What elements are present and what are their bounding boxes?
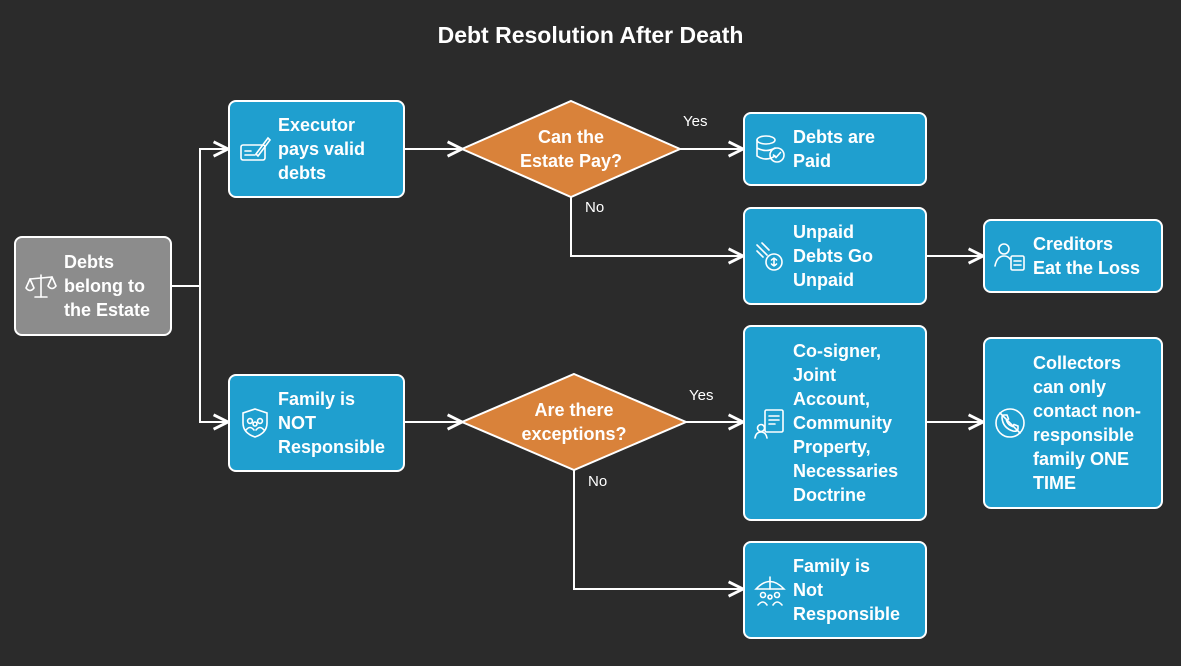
decision-estate-pay-label: Can the Estate Pay? <box>519 127 623 171</box>
edge-start-executor <box>172 149 228 287</box>
node-text: Family is Not Responsible <box>793 556 901 624</box>
node-family-not-responsible: Family is NOT Responsible <box>228 374 405 472</box>
broken-coin-icon <box>756 242 783 271</box>
umbrella-family-icon <box>754 576 786 606</box>
node-collectors-one-time: Collectors can only contact non- respons… <box>983 337 1163 509</box>
node-executor-pays: Executor pays valid debts <box>228 100 405 198</box>
pen-document-icon <box>240 136 272 161</box>
edge-estate-no <box>570 197 743 256</box>
edge-label-exceptions-yes: Yes <box>689 387 714 404</box>
node-text: Debts belong to the Estate <box>64 252 151 320</box>
coins-check-icon <box>756 135 785 163</box>
no-phone-icon <box>995 408 1025 438</box>
node-exceptions-list: Co-signer, Joint Account, Community Prop… <box>743 325 927 521</box>
person-document-icon <box>754 409 784 439</box>
family-shield-icon <box>242 408 268 438</box>
edge-label-estate-yes: Yes <box>683 113 708 130</box>
edge-label-exceptions-no: No <box>588 473 608 490</box>
person-ledger-icon <box>994 243 1025 271</box>
edge-exceptions-no <box>573 470 743 589</box>
diagram-title: Debt Resolution After Death <box>437 22 744 48</box>
node-creditors-loss: Creditors Eat the Loss <box>983 219 1163 293</box>
node-text: Family is NOT Responsible <box>278 389 386 457</box>
decision-exceptions-shape <box>459 372 689 472</box>
node-text: Executor pays valid debts <box>278 115 366 183</box>
scales-icon <box>25 274 57 298</box>
node-debts-belong-to-estate: Debts belong to the Estate <box>14 236 172 336</box>
decision-estate-pay-shape <box>459 99 683 199</box>
edge-start-family <box>199 286 228 422</box>
node-text: Debts are Paid <box>793 127 876 171</box>
node-family-not-responsible-final: Family is Not Responsible <box>743 541 927 639</box>
node-debts-paid: Debts are Paid <box>743 112 927 186</box>
node-text: Creditors Eat the Loss <box>1033 234 1141 278</box>
edge-label-estate-no: No <box>585 199 605 216</box>
node-unpaid-debts: Unpaid Debts Go Unpaid <box>743 207 927 305</box>
decision-exceptions-label: Are there exceptions? <box>521 400 627 444</box>
node-text: Unpaid Debts Go Unpaid <box>793 222 874 290</box>
node-text: Co-signer, Joint Account, Community Prop… <box>793 341 899 505</box>
node-text: Collectors can only contact non- respons… <box>1033 353 1141 493</box>
